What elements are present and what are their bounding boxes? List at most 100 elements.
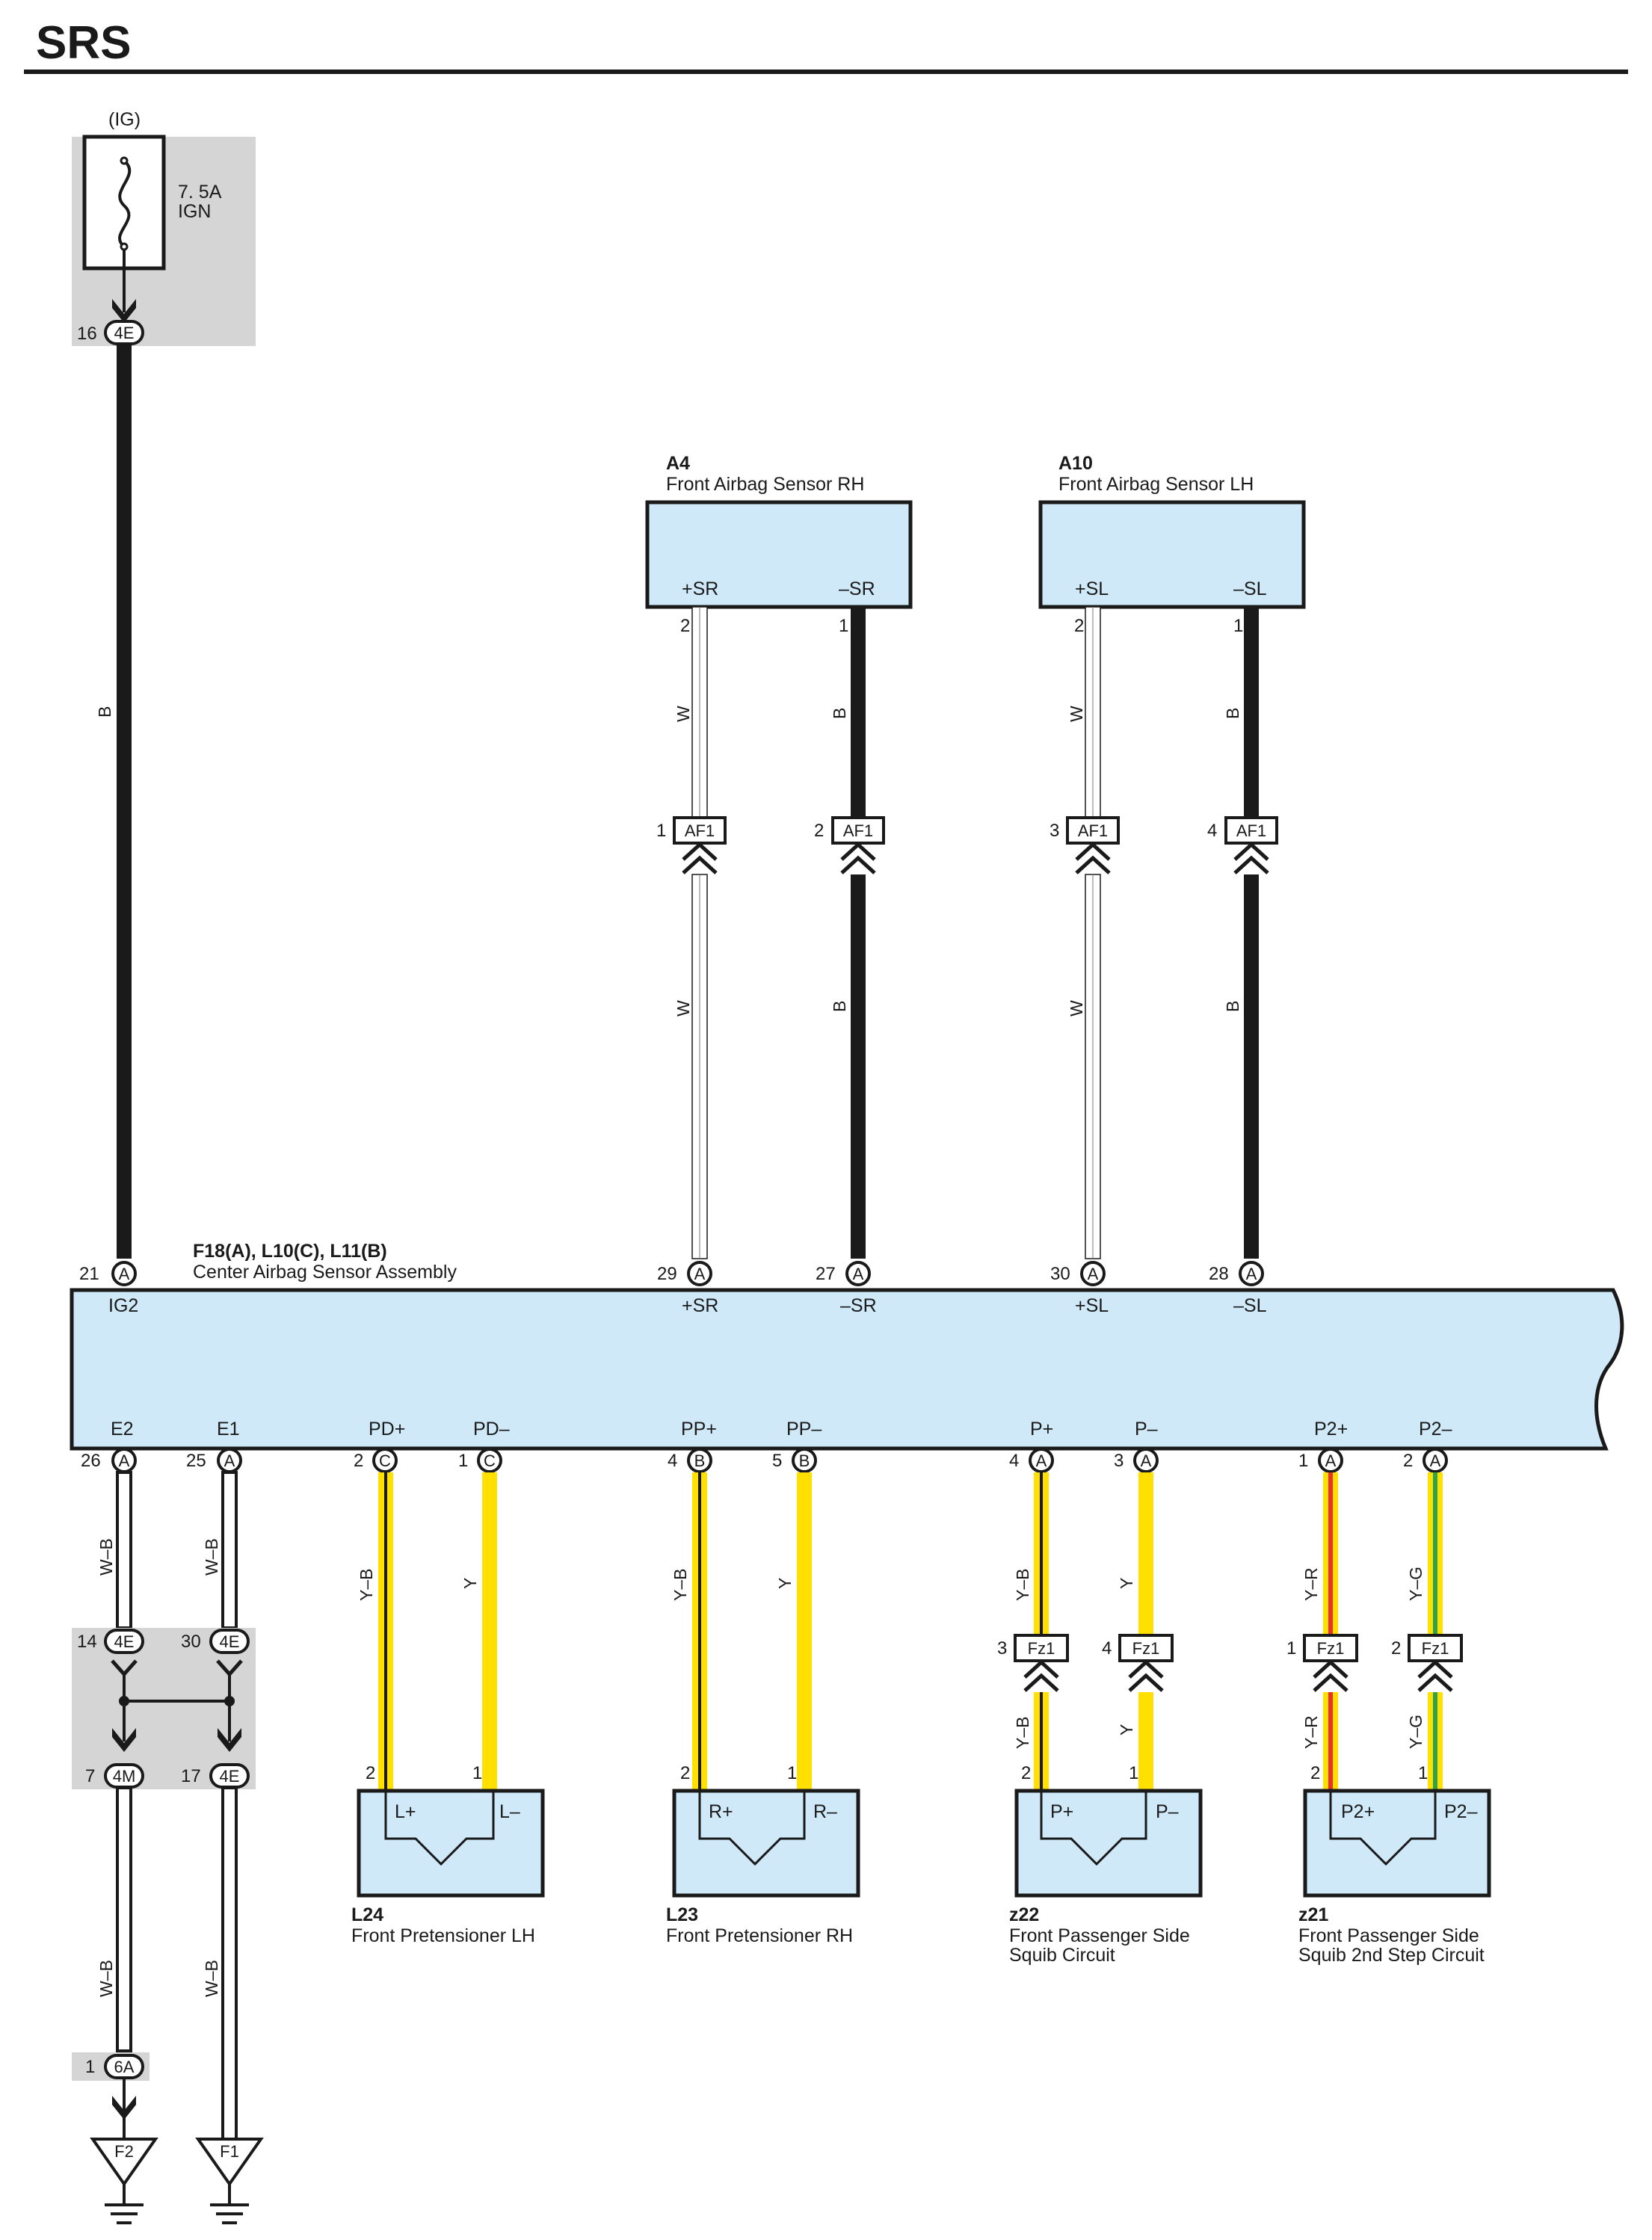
center-top-pins: 21 A IG2 29 A +SR 27 A –SR 30 A +SL 28 A — [79, 1261, 1267, 1316]
center-bottom-pin-conn-5: B — [694, 1451, 706, 1470]
fz1-chevron-2-icon — [1128, 1659, 1164, 1692]
center-unit-id: F18(A), L10(C), L11(B) — [193, 1241, 387, 1262]
fz1-connectors: 3 Fz1 4 Fz1 1 Fz1 2 Fz1 — [997, 1634, 1463, 1692]
wire-ig-b-label: B — [95, 706, 114, 718]
center-bottom-pin-term-5: PP+ — [681, 1419, 717, 1440]
fz1-connector-3: 1 Fz1 — [1286, 1634, 1358, 1692]
af1-box-4 — [1224, 816, 1278, 845]
center-top-pin-badge-2 — [687, 1261, 712, 1286]
wire-yg-p2-upper-stripe — [1433, 1472, 1437, 1637]
af1-connectors: 1 AF1 2 AF1 3 AF1 4 AF1 — [656, 816, 1278, 874]
wire-label-fz1-upper-1: Y–B — [1013, 1569, 1032, 1601]
fz1-connector-2: 4 Fz1 — [1102, 1634, 1174, 1692]
wire-label-af1-upper-4: B — [1223, 708, 1242, 719]
center-top-pin-sr-neg: 27 A –SR — [816, 1261, 877, 1316]
pretensioner-rh-name: Front Pretensioner RH — [666, 1925, 853, 1946]
sensor-rh-id: A4 — [666, 453, 690, 474]
center-bottom-pin-pp-pos: PP+ 4 B — [668, 1419, 717, 1473]
center-bottom-pin-term-6: PP– — [786, 1419, 822, 1440]
fz1-connector-4: 2 Fz1 — [1391, 1634, 1463, 1692]
wire-l23-pos-label: Y–B — [671, 1569, 690, 1601]
squib-z22: 2 1 P+ P– z22 Front Passenger Side Squib… — [1009, 1763, 1203, 1966]
sensor-lh-box — [1038, 500, 1306, 609]
ground-f1-label: F1 — [220, 2142, 239, 2161]
wire-wb-f2-lower — [116, 1786, 132, 2052]
fuse-arrow-icon — [112, 299, 136, 323]
center-top-pin-conn-4: A — [1088, 1265, 1099, 1283]
af1-label-3: AF1 — [1078, 821, 1108, 840]
fz1-pin-1: 3 — [997, 1638, 1007, 1659]
center-top-pin-term-5: –SL — [1233, 1295, 1267, 1316]
squib-z21-icon — [1329, 1791, 1437, 1866]
wire-b-sr-upper — [851, 607, 866, 828]
pretensioner-rh-pin-neg: 1 — [787, 1763, 797, 1783]
center-bottom-pin-conn-10: A — [1430, 1451, 1441, 1470]
wire-yg-p2-lower-stripe — [1433, 1692, 1437, 1791]
center-bottom-pin-badge-9 — [1318, 1448, 1343, 1473]
wire-label-af1-lower-2: B — [830, 1001, 849, 1012]
fuse-rating: 7. 5A — [178, 182, 222, 203]
center-top-pin-sl-pos: 30 A +SL — [1050, 1261, 1109, 1316]
center-bottom-pin-term-2: E1 — [217, 1419, 240, 1440]
center-top-pin-term-3: –SR — [840, 1295, 877, 1316]
center-top-pin-term-4: +SL — [1075, 1295, 1109, 1316]
fz1-box-4 — [1408, 1634, 1463, 1662]
center-bottom-pin-pd-neg: PD– 1 C — [458, 1419, 510, 1473]
center-bottom-pin-p2-pos: P2+ 1 A — [1298, 1419, 1348, 1473]
junction-top-badge-2 — [209, 1629, 250, 1654]
squib-z21-box — [1303, 1789, 1491, 1898]
fz1-chevron-4-icon — [1417, 1659, 1453, 1692]
center-bottom-pin-conn-3: C — [379, 1451, 391, 1470]
center-bottom-pin-conn-1: A — [119, 1451, 130, 1470]
center-bottom-pin-p-pos: P+ 4 A — [1009, 1419, 1054, 1473]
junction-dot-right — [224, 1696, 235, 1706]
center-bottom-pin-num-9: 1 — [1298, 1451, 1308, 1471]
wire-wb-f1-lower — [221, 1786, 238, 2142]
squib-z22-term-neg: P– — [1156, 1801, 1179, 1822]
center-airbag-sensor-assembly: F18(A), L10(C), L11(B) Center Airbag Sen… — [70, 1241, 1624, 1451]
wire-y-p-lower — [1138, 1692, 1153, 1791]
center-top-pin-ig2: 21 A IG2 — [79, 1261, 138, 1316]
center-bottom-pin-num-4: 1 — [458, 1451, 468, 1471]
sensor-rh-term-pos: +SR — [682, 578, 718, 599]
fz1-connector-1: 3 Fz1 — [997, 1634, 1069, 1692]
pretensioner-lh-term-neg: L– — [499, 1801, 520, 1822]
center-bottom-pin-pd-pos: PD+ 2 C — [354, 1419, 405, 1473]
center-bottom-pin-conn-4: C — [484, 1451, 496, 1470]
af1-connector-4: 4 AF1 — [1207, 816, 1278, 874]
af1-box-1 — [673, 816, 727, 845]
fuse-terminal-bottom — [120, 242, 129, 251]
center-top-pin-badge-1 — [111, 1261, 137, 1286]
junction-bottom-conn-1: 4M — [113, 1767, 136, 1786]
af1-label-1: AF1 — [685, 821, 715, 840]
squib-z22-id: z22 — [1009, 1904, 1039, 1925]
center-bottom-pin-badge-6 — [792, 1448, 817, 1473]
center-bottom-pin-term-10: P2– — [1419, 1419, 1452, 1440]
fz1-chevron-1-icon — [1023, 1659, 1059, 1692]
center-top-pin-num-3: 27 — [816, 1264, 836, 1284]
af1-chevron-4-icon — [1233, 842, 1269, 874]
center-bottom-pins: E2 26 A E1 25 A PD+ 2 C PD– 1 C PP+ 4 B — [81, 1419, 1452, 1473]
junction-top-badge-1 — [104, 1629, 144, 1654]
fz1-label-3: Fz1 — [1317, 1639, 1345, 1658]
center-bottom-pin-num-2: 25 — [186, 1451, 206, 1471]
center-top-pin-sr-pos: 29 A +SR — [657, 1261, 718, 1316]
fz1-chevron-3-icon — [1313, 1659, 1349, 1692]
center-bottom-pin-conn-7: A — [1036, 1451, 1047, 1470]
center-top-pin-sl-neg: 28 A –SL — [1209, 1261, 1267, 1316]
center-bottom-pin-num-10: 2 — [1403, 1451, 1413, 1471]
center-bottom-pin-p-neg: P– 3 A — [1114, 1419, 1159, 1473]
center-bottom-pin-num-5: 4 — [668, 1451, 677, 1471]
squib-z21: 2 1 P2+ P2– z21 Front Passenger Side Squ… — [1298, 1763, 1491, 1966]
center-bottom-pin-term-4: PD– — [473, 1419, 510, 1440]
sensor-lh-pin-pos: 2 — [1074, 616, 1084, 636]
wire-b-sr-lower — [851, 874, 866, 1259]
pretensioner-rh-box — [672, 1789, 860, 1898]
sensor-lh-name: Front Airbag Sensor LH — [1058, 474, 1254, 495]
wire-wb-e2-upper — [116, 1471, 132, 1629]
title-rule — [24, 70, 1628, 74]
center-bottom-pin-term-8: P– — [1135, 1419, 1158, 1440]
pretensioner-rh-term-pos: R+ — [709, 1801, 733, 1822]
af1-label-4: AF1 — [1236, 821, 1266, 840]
